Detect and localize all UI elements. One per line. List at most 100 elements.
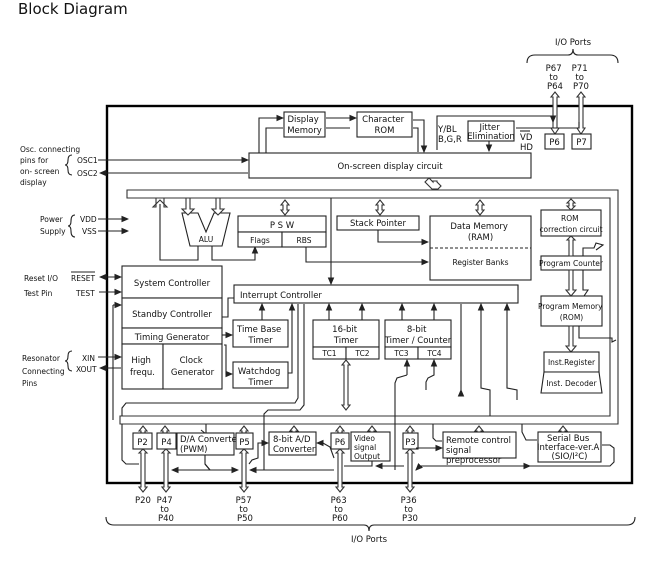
p20-label: P20 xyxy=(135,496,151,506)
power-pins: Power Supply VDD VSS xyxy=(40,214,130,238)
character-rom-label: Character ROM xyxy=(362,115,407,136)
reset-io-label: Reset I/O xyxy=(24,274,58,283)
osd-bus-connector xyxy=(424,177,442,192)
top-io-ports: I/O Ports P67 to P64 P71 to P70 xyxy=(526,38,619,92)
timer16-box xyxy=(312,319,380,348)
remote-control-label: Remote control signal preprocessor xyxy=(446,436,514,466)
system-controller-label: System Controller xyxy=(134,279,211,289)
standby-controller-box xyxy=(121,297,223,329)
jitter-label: Jitter Elimination xyxy=(467,123,515,142)
interrupt-controller-box xyxy=(233,284,519,304)
tc4-label: TC4 xyxy=(426,349,441,358)
video-output-label: Video signal Output xyxy=(354,434,380,461)
ybl-line xyxy=(436,115,557,150)
p6-top-label: P6 xyxy=(549,138,560,148)
p5-range-label: P57 to P50 xyxy=(236,496,255,524)
video-to-p6 xyxy=(344,461,373,467)
rbs-to-registerbanks xyxy=(305,247,430,266)
p7-range-top: P71 to P70 xyxy=(572,64,591,92)
power-brace xyxy=(67,214,76,238)
top-io-brace xyxy=(526,48,619,64)
character-rom-box xyxy=(356,111,413,138)
p7-top-box xyxy=(571,133,592,150)
high-frequ-label: High frequ. xyxy=(130,356,155,378)
p2-label: P2 xyxy=(137,438,148,448)
remote-to-serial-1 xyxy=(415,462,518,471)
watchdog-timer-box xyxy=(232,361,289,389)
vss-label: VSS xyxy=(82,227,97,236)
p5-arrow xyxy=(238,448,250,493)
bus-to-serial xyxy=(521,424,537,441)
flags-label: Flags xyxy=(250,236,270,245)
stack-pointer-label: Stack Pointer xyxy=(350,219,407,229)
serial-loop xyxy=(530,444,615,467)
high-frequ-box xyxy=(121,343,164,390)
int-line-1 xyxy=(121,304,299,416)
p7-line xyxy=(516,122,580,129)
p5-label: P5 xyxy=(239,438,250,448)
da-right-out xyxy=(204,463,240,474)
alu-in-1 xyxy=(180,197,196,216)
p3-arrow xyxy=(404,448,416,493)
display-memory-label: Display Memory xyxy=(287,115,322,136)
data-memory-label: Data Memory (RAM) xyxy=(450,222,510,243)
alu-in-2 xyxy=(210,197,226,216)
osd-circuit-label: On-screen display circuit xyxy=(337,162,443,172)
osc1-label: OSC1 xyxy=(77,156,98,165)
inst-decoder-label: Inst. Decoder xyxy=(546,379,597,388)
tc2-label: TC2 xyxy=(354,349,369,358)
p7-top-label: P7 xyxy=(576,138,587,148)
tc3-in-line xyxy=(394,374,408,470)
resonator-brace xyxy=(64,350,73,372)
pc-romcorr-arrow xyxy=(565,235,577,257)
rbs-box xyxy=(281,231,327,248)
display-memory-box xyxy=(283,111,326,138)
rom-correction-label: ROM correction circuit xyxy=(539,214,602,234)
bottom-io-label: I/O Ports xyxy=(351,535,388,545)
resonator-label: Resonator Connecting Pins xyxy=(22,354,67,388)
watchdog-timer-label: Watchdog Timer xyxy=(238,367,283,388)
bottom-io-brace xyxy=(105,516,636,532)
vd-label: VD xyxy=(520,133,533,143)
p3-range-label: P36 to P30 xyxy=(401,496,420,524)
clock-generator-box xyxy=(162,343,223,390)
inst-register-label: Inst.Register xyxy=(548,358,596,367)
resonator-pins: Resonator Connecting Pins XIN XOUT xyxy=(22,350,123,388)
ram-bus-arrow xyxy=(474,199,486,216)
video-output-box xyxy=(350,431,391,462)
power-label: Power Supply xyxy=(40,215,66,236)
xout-label: XOUT xyxy=(76,365,97,374)
timer16-label: 16-bit Timer xyxy=(332,325,360,346)
reset-pin-label: RESET xyxy=(71,274,95,283)
timing-generator-label: Timing Generator xyxy=(134,333,210,343)
charrom-to-osd-1 xyxy=(413,119,428,154)
p6-bottom-label: P6 xyxy=(335,438,346,448)
bus-to-remote xyxy=(432,424,442,442)
rom-correction-box xyxy=(540,209,602,237)
p6-range-label: P63 to P60 xyxy=(331,496,350,524)
p6-range-top: P67 to P64 xyxy=(546,64,565,92)
int-line-3 xyxy=(477,302,491,416)
alu-out-arrow xyxy=(151,197,169,208)
p6-arrow xyxy=(334,448,346,493)
program-memory-label: Program Memory (ROM) xyxy=(538,302,605,322)
tc4-in xyxy=(425,358,438,390)
hd-label: HD xyxy=(520,143,533,153)
sp-to-ram xyxy=(377,230,430,246)
charrom-to-osd-2 xyxy=(413,127,419,152)
progmem-in-2 xyxy=(582,270,590,297)
alu-out-1 xyxy=(159,204,199,261)
ad-converter-label: 8-bit A/D Converter xyxy=(273,435,316,455)
time-base-timer-box xyxy=(232,319,289,348)
top-io-label: I/O Ports xyxy=(555,38,592,48)
p4-label: P4 xyxy=(161,438,172,448)
tc2-box xyxy=(345,346,380,360)
da-left-out xyxy=(170,455,212,474)
serial-bus-box xyxy=(537,431,602,463)
timing-to-wdt xyxy=(224,344,234,378)
p5-to-ad xyxy=(248,439,270,465)
int-line-2 xyxy=(263,304,305,470)
timer8-label: 8-bit Timer / Counter xyxy=(384,325,452,346)
alu-to-flags xyxy=(211,245,259,261)
